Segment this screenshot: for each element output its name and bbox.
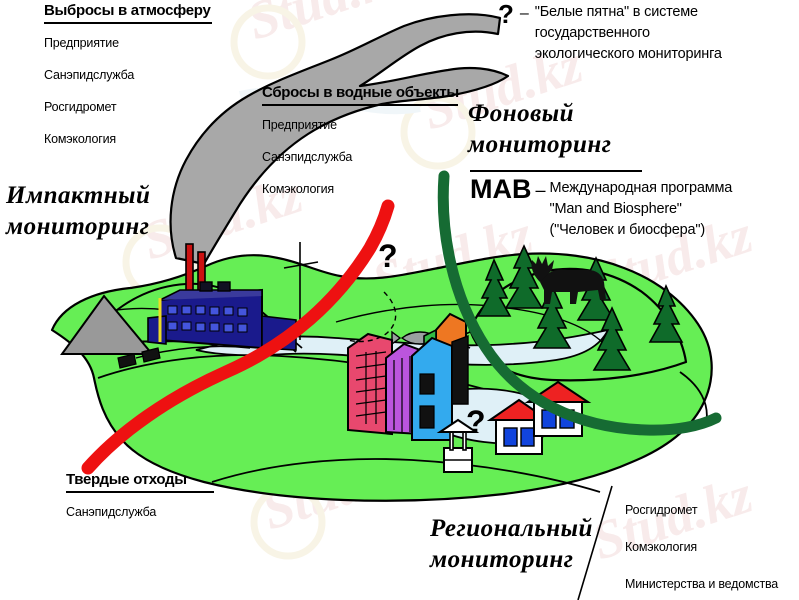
block-emissions-title: Выбросы в атмосферу [44,2,211,19]
green-boundary-arc [437,170,722,436]
caption-impact-line-2: мониторинг [6,213,150,241]
caption-background-line-1: Фоновый [468,100,575,127]
caption-background-line-2: мониторинг [468,131,612,159]
map-question-mark-icon-1: ? [378,238,398,274]
block-discharges: Сбросы в водные объекты Предприятие Санэ… [262,84,459,214]
block-discharges-rule [262,104,458,106]
legend-white-spots: ? – "Белые пятна" в системе государствен… [498,0,722,65]
block-emissions-item-0: Предприятие [44,36,119,50]
regional-agency-0: Росгидромет [625,503,698,517]
legend-dash: – [519,5,529,22]
block-discharges-title: Сбросы в водные объекты [262,84,459,101]
legend-line-1: "Белые пятна" в системе [534,4,698,20]
regional-agency-2: Министерства и ведомства [625,577,779,591]
block-emissions-item-2: Росгидромет [44,100,117,114]
red-boundary-arc [81,199,395,475]
caption-regional-monitoring: Региональный мониторинг [430,513,593,576]
smoke-plume [169,13,510,266]
mab-line-1: Международная программа [549,180,733,196]
block-emissions-rule [44,22,212,24]
block-emissions-item-1: Санэпидслужба [44,68,135,82]
city-buildings [347,312,469,441]
block-discharges-item-1: Санэпидслужба [262,150,353,164]
mountain-triangle [60,294,155,355]
caption-impact-line-1: Импактный [6,182,151,209]
legend-line-3: экологического мониторинга [534,46,722,62]
block-discharges-item-0: Предприятие [262,118,337,132]
block-solid-waste: Твердые отходы Санэпидслужба [66,471,214,537]
block-solid-waste-rule [66,491,214,493]
mab-block: MAB – Международная программа "Man and B… [470,176,732,241]
deer-silhouette [531,256,606,304]
mab-dash: – [535,180,546,200]
mab-line-3: ("Человек и биосфера") [549,222,706,238]
legend-text: "Белые пятна" в системе государственного… [535,2,722,65]
mab-line-2: "Man and Biosphere" [549,201,682,217]
caption-background-monitoring: Фоновый мониторинг [468,98,612,161]
regional-leader-line [577,485,613,600]
forest-trees [476,244,684,371]
caption-regional-line-2: мониторинг [430,546,574,574]
path-track [347,291,397,343]
mab-description: Международная программа "Man and Biosphe… [550,176,733,241]
regional-agency-1: Комэкология [625,540,697,554]
block-solid-waste-item-0: Санэпидслужба [66,505,157,519]
block-solid-waste-title: Твердые отходы [66,471,187,488]
question-mark-icon: ? [498,0,514,29]
legend-line-2: государственного [534,25,650,41]
block-discharges-item-2: Комэкология [262,182,334,196]
caption-regional-line-1: Региональный [430,515,593,542]
map-question-mark-icon-2: ? [466,404,486,440]
mab-rule [470,170,642,172]
block-emissions-item-3: Комэкология [44,132,116,146]
village-houses [436,380,592,473]
caption-impact-monitoring: Импактный мониторинг [6,180,150,243]
block-emissions: Выбросы в атмосферу Предприятие Санэпидс… [44,2,212,164]
mab-abbreviation: MAB [470,174,532,204]
regional-agencies-list: Росгидромет Комэкология Министерства и в… [625,503,778,600]
